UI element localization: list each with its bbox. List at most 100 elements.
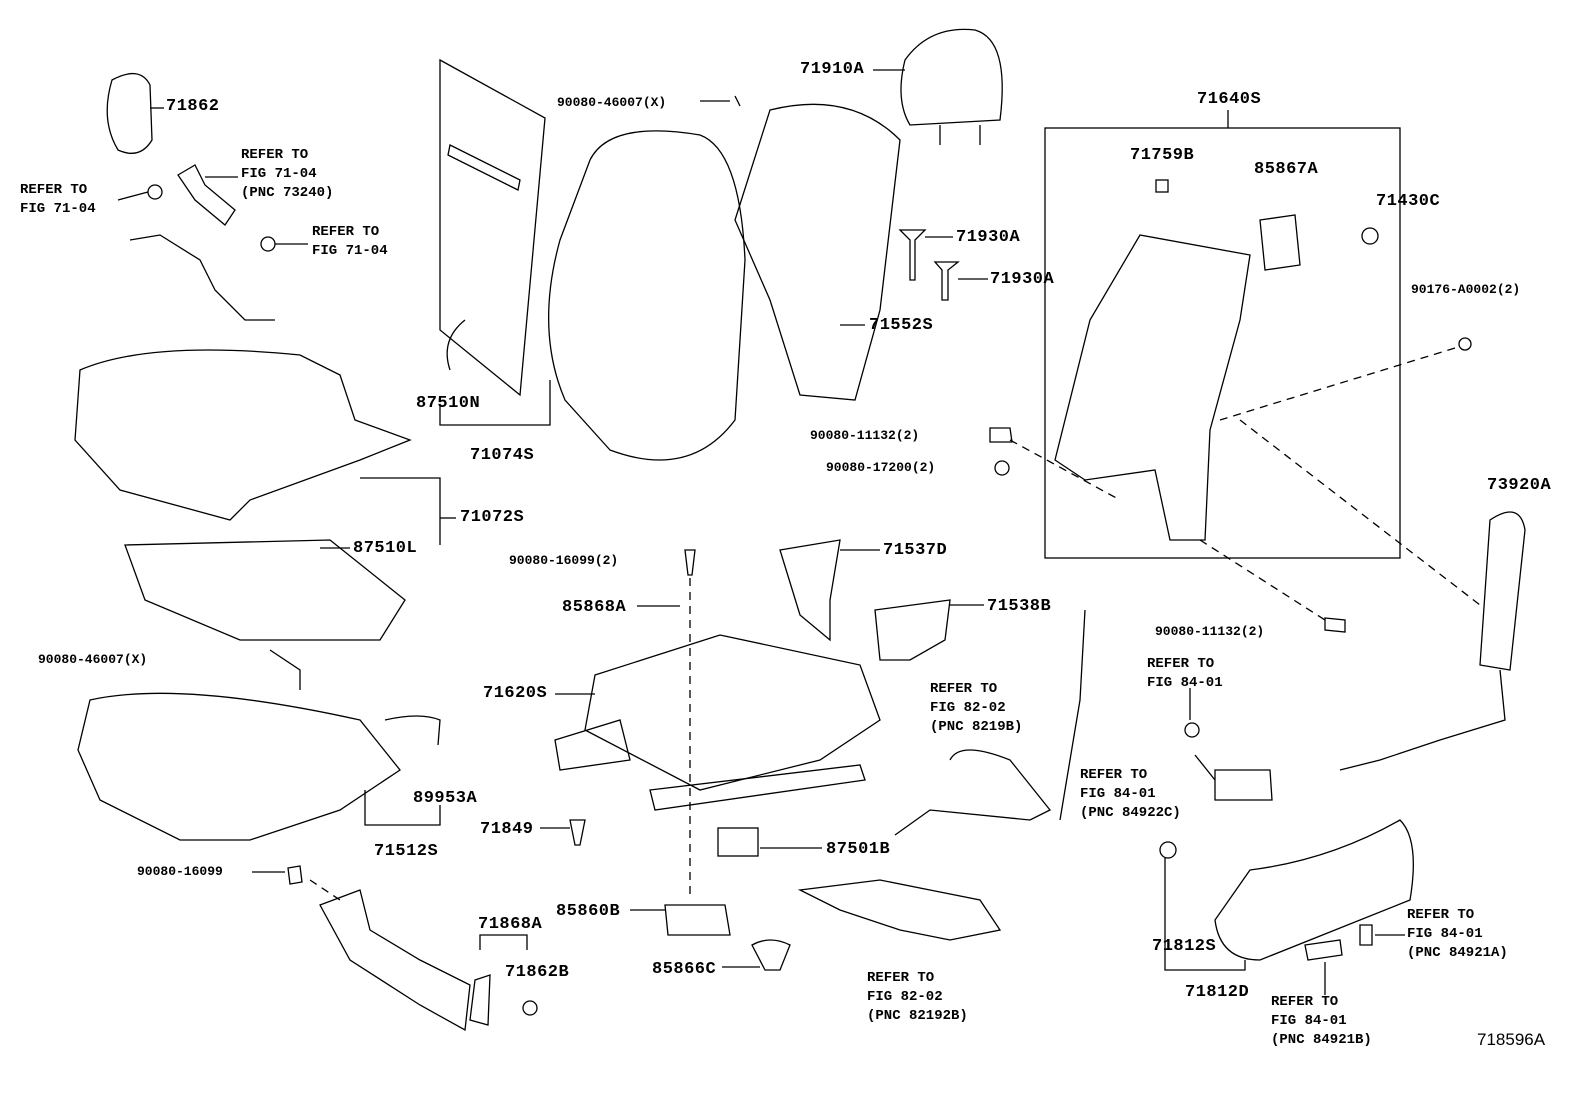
label-90176-A0002: 90176-A0002(2) xyxy=(1411,282,1521,297)
part-harness-8219B-lead xyxy=(1059,609,1086,821)
part-71862 xyxy=(106,73,153,154)
label-90080-46007-top: 90080-46007(X) xyxy=(557,95,667,110)
label-71862B: 71862B xyxy=(505,963,570,982)
label-87510L: 87510L xyxy=(353,539,418,558)
part-71074S xyxy=(547,130,746,461)
part-buckle-washer xyxy=(260,236,276,252)
part-73920A xyxy=(1479,511,1526,671)
part-bolt-90080-16099 xyxy=(287,865,303,885)
part-85866C xyxy=(751,939,791,971)
label-71812D: 71812D xyxy=(1185,983,1250,1002)
part-87510N-wire xyxy=(446,319,466,371)
part-switch-84922C xyxy=(1214,769,1273,801)
part-71930A-2 xyxy=(933,261,960,301)
part-90176-A0002 xyxy=(1458,337,1472,351)
label-85860B: 85860B xyxy=(556,902,621,921)
part-seat-belt-buckle xyxy=(177,164,236,226)
label-90080-16099: 90080-16099 xyxy=(137,864,223,879)
part-71620S xyxy=(584,634,881,791)
label-71930A-2: 71930A xyxy=(990,270,1055,289)
part-87510N xyxy=(439,58,546,397)
label-87501B: 87501B xyxy=(826,840,891,859)
leader-71072S xyxy=(360,477,441,545)
label-85866C: 85866C xyxy=(652,960,717,979)
label-71910A: 71910A xyxy=(800,60,865,79)
label-85868A: 85868A xyxy=(562,598,627,617)
label-71072S: 71072S xyxy=(460,508,525,527)
leader-ref-left xyxy=(117,191,149,201)
part-71930A-1 xyxy=(898,229,927,281)
part-87510L xyxy=(124,539,406,641)
part-71538B xyxy=(874,599,951,661)
leader-71812D xyxy=(1164,858,1246,971)
part-71812D-shield xyxy=(1214,819,1414,961)
label-85867A: 85867A xyxy=(1254,160,1319,179)
figure-id: 718596A xyxy=(1477,1030,1546,1049)
part-89953A xyxy=(384,715,441,746)
part-71910A xyxy=(900,28,1003,126)
part-87510N-slot xyxy=(447,144,521,191)
label-71812S: 71812S xyxy=(1152,937,1217,956)
label-73920A: 73920A xyxy=(1487,476,1552,495)
label-90080-11132-top: 90080-11132(2) xyxy=(810,428,920,443)
part-85860B xyxy=(664,904,731,936)
label-71620S: 71620S xyxy=(483,684,548,703)
part-71552S xyxy=(734,103,901,401)
leader-71074S xyxy=(439,380,551,426)
part-harness-8219B xyxy=(894,749,1052,836)
part-front-trim xyxy=(319,889,471,1032)
label-90080-17200: 90080-17200(2) xyxy=(826,460,936,475)
part-73920A-harness xyxy=(1339,669,1506,771)
label-71759B: 71759B xyxy=(1130,146,1195,165)
part-bolt-90080-11132 xyxy=(989,427,1013,443)
part-harness-82192B xyxy=(797,879,1002,941)
label-71512S: 71512S xyxy=(374,842,439,861)
part-71430C xyxy=(1361,227,1379,245)
label-90080-11132-bottom: 90080-11132(2) xyxy=(1155,624,1265,639)
part-71072S xyxy=(74,349,412,521)
part-seatback-frame xyxy=(1054,234,1251,541)
part-71812S xyxy=(1159,841,1177,859)
label-71930A-1: 71930A xyxy=(956,228,1021,247)
label-71849: 71849 xyxy=(480,820,534,839)
part-85867A xyxy=(1259,214,1301,271)
part-knob-84921A xyxy=(1359,924,1373,946)
part-clip-90080-46007-top xyxy=(734,95,741,107)
frame-assembly-box xyxy=(1044,127,1401,559)
part-buckle-harness xyxy=(129,234,275,321)
part-71868A xyxy=(469,974,491,1026)
part-87501B xyxy=(717,827,759,857)
leader-71512S xyxy=(364,790,441,826)
part-knob-84921B xyxy=(1304,939,1343,961)
label-90080-46007-left: 90080-46007(X) xyxy=(38,652,148,667)
leader-71868A xyxy=(479,934,528,950)
part-71512S xyxy=(77,692,401,841)
label-89953A: 89953A xyxy=(413,789,478,808)
part-71862B xyxy=(522,1000,538,1016)
label-71430C: 71430C xyxy=(1376,192,1441,211)
part-bolt-90080-11132-lower xyxy=(1324,617,1346,633)
part-71849 xyxy=(569,819,586,846)
label-71074S: 71074S xyxy=(470,446,535,465)
label-87510N: 87510N xyxy=(416,394,481,413)
label-90080-16099-2: 90080-16099(2) xyxy=(509,553,619,568)
label-71640S: 71640S xyxy=(1197,90,1262,109)
part-87510L-wire xyxy=(269,649,301,690)
label-71538B: 71538B xyxy=(987,597,1052,616)
part-71759B xyxy=(1155,179,1169,193)
part-nut-90080-17200 xyxy=(994,460,1010,476)
part-screw-84-01 xyxy=(1184,722,1200,738)
label-71862: 71862 xyxy=(166,97,220,116)
label-71868A: 71868A xyxy=(478,915,543,934)
label-71552S: 71552S xyxy=(869,316,934,335)
